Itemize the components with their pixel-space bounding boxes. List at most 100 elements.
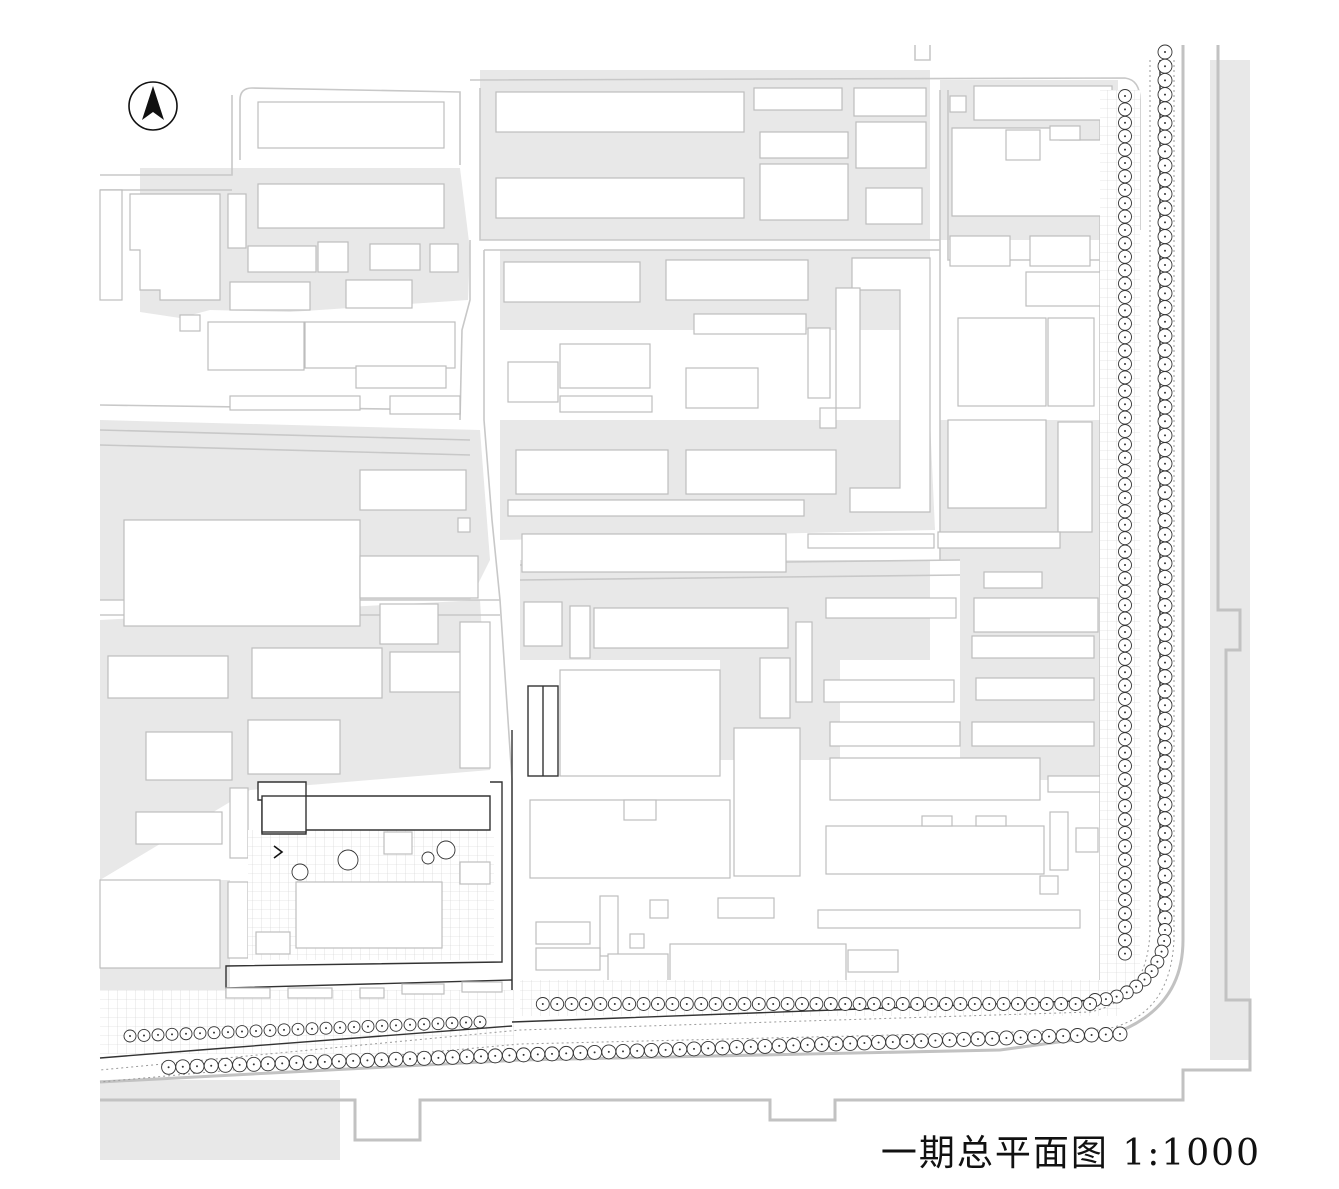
tree-trunk: [267, 1062, 269, 1065]
tree-trunk: [1164, 65, 1166, 68]
tree-trunk: [764, 1045, 766, 1048]
tree-trunk: [1164, 79, 1166, 82]
tree-trunk: [707, 1047, 710, 1050]
tree-trunk: [873, 1003, 875, 1005]
tree-trunk: [1124, 711, 1126, 714]
tree-trunk: [1124, 121, 1126, 124]
tree-trunk: [380, 1058, 383, 1061]
tree-trunk: [1164, 193, 1166, 195]
tree-trunk: [1124, 336, 1126, 339]
tree-trunk: [1019, 1036, 1022, 1039]
tree-trunk: [1124, 899, 1126, 901]
tree-trunk: [829, 1003, 832, 1005]
tree-trunk: [1124, 631, 1126, 633]
tree-trunk: [210, 1064, 213, 1067]
tree-trunk: [1124, 296, 1126, 298]
tree-trunk: [1164, 562, 1166, 565]
tree-trunk: [213, 1031, 215, 1034]
tree-trunk: [479, 1021, 481, 1023]
tree-trunk: [1164, 249, 1166, 252]
tree-trunk: [877, 1041, 880, 1044]
tree-trunk: [1124, 363, 1126, 365]
tree-trunk: [309, 1061, 312, 1064]
tree-trunk: [1124, 135, 1126, 138]
tree-trunk: [1124, 885, 1126, 888]
tree-trunk: [1164, 306, 1166, 309]
tree-trunk: [1164, 107, 1166, 110]
buildings-west: [99, 469, 491, 969]
tree-trunk: [930, 1003, 933, 1005]
tree-trunk: [269, 1029, 271, 1032]
tree-trunk: [1124, 523, 1126, 526]
tree-trunk: [636, 1049, 639, 1052]
tree-trunk: [1124, 912, 1126, 915]
tree-trunk: [863, 1041, 866, 1044]
tree-trunk: [920, 1039, 923, 1042]
tree-trunk: [778, 1044, 781, 1047]
tree-trunk: [820, 1043, 823, 1046]
tree-trunk: [1124, 443, 1126, 446]
tree-trunk: [1124, 791, 1126, 794]
tree-trunk: [281, 1062, 284, 1065]
tree-trunk: [1164, 150, 1166, 153]
tree-trunk: [1076, 1034, 1079, 1037]
tree-trunk: [353, 1026, 355, 1029]
tree-trunk: [1090, 1033, 1093, 1036]
tree-trunk: [901, 1003, 904, 1005]
tree-icon: [436, 840, 456, 860]
tree-trunk: [1164, 619, 1166, 621]
tree-trunk: [1124, 537, 1126, 540]
tree-trunk: [1164, 533, 1166, 536]
tree-trunk: [1164, 122, 1166, 124]
tree-trunk: [565, 1052, 568, 1055]
tree-trunk: [1164, 477, 1166, 479]
tree-trunk: [945, 1003, 947, 1005]
tree-trunk: [570, 1003, 573, 1005]
tree-trunk: [1164, 320, 1166, 323]
tree-trunk: [199, 1032, 201, 1035]
tree-trunk: [1124, 845, 1126, 848]
tree-trunk: [585, 1003, 587, 1005]
tree-trunk: [1124, 456, 1126, 459]
tree-trunk: [1164, 548, 1166, 550]
tree-trunk: [1124, 872, 1126, 875]
tree-trunk: [1164, 917, 1166, 920]
tree-trunk: [1164, 604, 1166, 607]
tree-trunk: [1164, 704, 1166, 707]
tree-trunk: [1124, 416, 1126, 419]
tree-trunk: [664, 1048, 667, 1051]
tree-trunk: [352, 1059, 355, 1062]
tree-trunk: [1048, 1035, 1050, 1038]
tree-trunk: [743, 1003, 746, 1005]
tree-trunk: [1124, 389, 1126, 392]
tree-trunk: [1124, 577, 1126, 580]
tree-trunk: [196, 1065, 198, 1068]
tree-icon: [421, 851, 435, 865]
tree-trunk: [181, 1065, 184, 1068]
tree-trunk: [338, 1060, 340, 1063]
tree-trunk: [1164, 136, 1166, 139]
tree-trunk: [297, 1028, 299, 1031]
tree-trunk: [1164, 264, 1166, 266]
tree-trunk: [1164, 647, 1166, 650]
tree-trunk: [129, 1035, 131, 1037]
tree-trunk: [1164, 718, 1166, 721]
tree-trunk: [143, 1034, 145, 1037]
tree-trunk: [1164, 51, 1166, 53]
tree-trunk: [1164, 590, 1166, 593]
tree-trunk: [323, 1060, 326, 1063]
tree-trunk: [1164, 789, 1166, 792]
tree-trunk: [1124, 698, 1126, 700]
tree-trunk: [255, 1029, 257, 1032]
tree-trunk: [815, 1003, 818, 1005]
tree-trunk: [423, 1057, 426, 1060]
tree-trunk: [1164, 576, 1166, 579]
tree-trunk: [1124, 832, 1126, 834]
tree-trunk: [1124, 590, 1126, 593]
tree-trunk: [1124, 309, 1126, 312]
tree-trunk: [1164, 775, 1166, 778]
tree-trunk: [1164, 207, 1166, 210]
tree-trunk: [1124, 858, 1126, 861]
tree-trunk: [1060, 1003, 1063, 1005]
